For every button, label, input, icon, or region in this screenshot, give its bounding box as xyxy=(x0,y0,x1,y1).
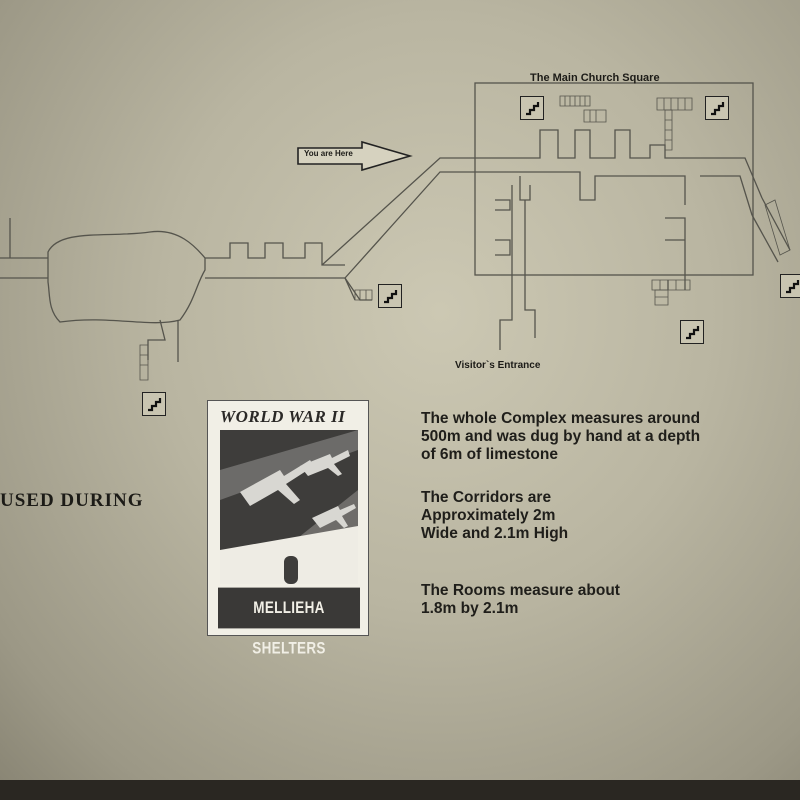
stairs-icon xyxy=(142,392,166,416)
info-line: Approximately 2m xyxy=(421,507,556,524)
stairs-icon xyxy=(705,96,729,120)
info-line: of 6m of limestone xyxy=(421,446,558,463)
stairs-icon xyxy=(520,96,544,120)
cave-chamber xyxy=(47,230,206,324)
info-corridors: The Corridors are Approximately 2m Wide … xyxy=(421,489,568,543)
church-square-outline xyxy=(474,82,754,276)
info-complex: The whole Complex measures around 500m a… xyxy=(421,410,700,464)
church-square-label: The Main Church Square xyxy=(530,72,660,84)
you-are-here-arrow xyxy=(297,140,413,172)
side-heading: USED DURING xyxy=(0,490,144,511)
you-are-here-label: You are Here xyxy=(304,149,353,158)
info-line: Wide and 2.1m High xyxy=(421,525,569,542)
ww2-poster: WORLD WAR II MELLIEHA SHELTERS xyxy=(207,400,369,657)
info-rooms: The Rooms measure about 1.8m by 2.1m xyxy=(421,582,620,618)
poster-bomber-art xyxy=(220,430,358,584)
visitor-entrance-label: Visitor`s Entrance xyxy=(455,360,541,371)
corridor-entrance xyxy=(499,185,536,350)
stairs-icon xyxy=(680,320,704,344)
stairs-icon xyxy=(378,284,402,308)
corridor-inner xyxy=(495,176,686,290)
info-line: The Corridors are xyxy=(421,489,552,506)
poster-title: WORLD WAR II xyxy=(220,407,346,426)
corridor-left xyxy=(0,218,48,279)
corridor-square xyxy=(475,129,763,216)
corridor-diagonal xyxy=(321,157,475,301)
info-line: The Rooms measure about xyxy=(421,582,620,599)
info-line: 500m and was dug by hand at a depth xyxy=(421,428,701,445)
corridor-right xyxy=(751,197,791,263)
info-line: 1.8m by 2.1m xyxy=(421,600,519,617)
corridor-lower xyxy=(147,319,179,362)
corridor-middle xyxy=(205,242,356,301)
info-line: The whole Complex measures around xyxy=(421,410,701,427)
floor-strip xyxy=(0,780,800,800)
poster-footer: MELLIEHA SHELTERS xyxy=(218,587,360,657)
stairs-icon xyxy=(780,274,800,298)
